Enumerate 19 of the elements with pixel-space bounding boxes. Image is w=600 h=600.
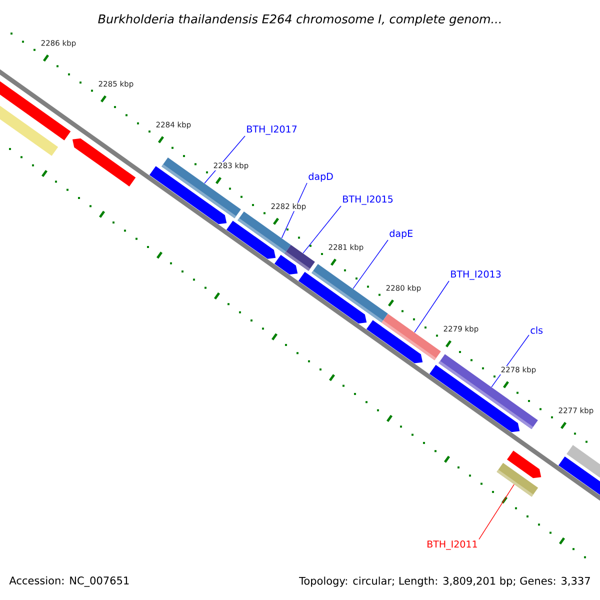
gene-label: dapD [308, 172, 333, 182]
footer-text: Topology: circular; Length: 3,809,201 bp; Genes: 3,337 [299, 576, 590, 587]
title: Burkholderia thailandensis E264 chromosome I, complete genom... [98, 14, 501, 26]
gene-bar [284, 244, 315, 271]
gene-label: BTH_I2011 [428, 540, 477, 550]
leader-line [302, 206, 342, 254]
footer-text: Accession: NC_007651 [9, 576, 129, 587]
gene-bar [382, 314, 441, 360]
gene-bar [238, 211, 291, 254]
leader-line [352, 240, 388, 290]
gene-label: BTH_I2015 [343, 196, 393, 205]
gene-bar [496, 462, 538, 497]
gene-label: BTH_I2013 [451, 270, 501, 280]
leader-line [414, 280, 450, 333]
gene-label: dapE [390, 230, 412, 239]
gene-label: cls [530, 326, 543, 334]
gene-bar [312, 264, 388, 323]
leader-line [478, 484, 514, 540]
gene-label: BTH_I2017 [247, 126, 297, 135]
